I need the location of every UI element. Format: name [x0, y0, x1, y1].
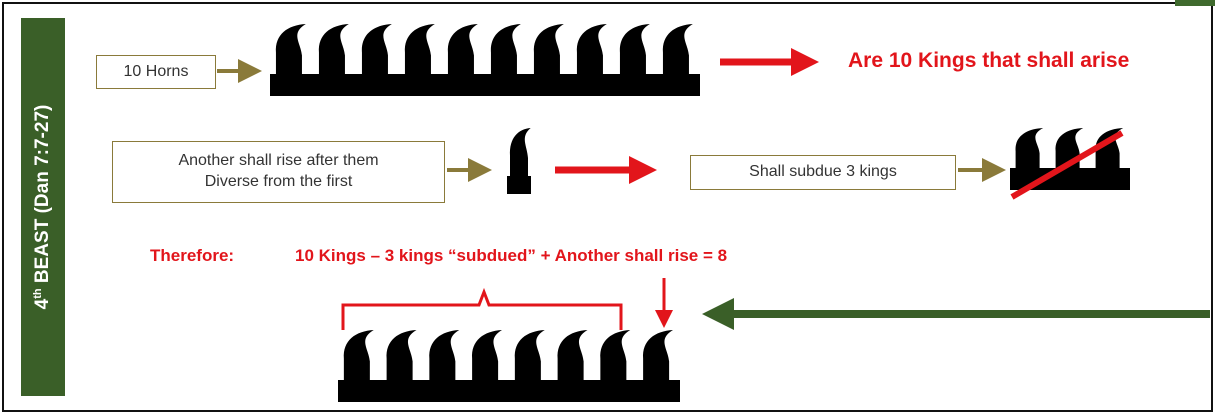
- another-rise-line1: Another shall rise after them: [178, 152, 379, 170]
- subdue-box: Shall subdue 3 kings: [690, 155, 956, 190]
- equation-text: 10 Kings – 3 kings “subdued” + Another s…: [295, 246, 728, 265]
- horn-icon: [343, 330, 374, 382]
- horn-base: [507, 176, 531, 194]
- horn-icon: [662, 24, 693, 76]
- horn-icon: [386, 330, 417, 382]
- horn-icon: [643, 330, 674, 382]
- subdue-label: Shall subdue 3 kings: [749, 163, 897, 181]
- horn-icon: [472, 330, 503, 382]
- horn-icon: [514, 330, 545, 382]
- horn-icon-single: [507, 128, 531, 194]
- horn-icon: [275, 24, 306, 76]
- horn-beam-base: [270, 74, 700, 96]
- horn-beam-icon-ten: [270, 24, 700, 96]
- kings-arise-text: Are 10 Kings that shall arise: [848, 49, 1130, 72]
- horn-icon: [1095, 128, 1124, 170]
- horn-icon: [557, 330, 588, 382]
- horn-icon: [533, 24, 564, 76]
- horn-icon: [1015, 128, 1044, 170]
- horn-beam-base: [338, 380, 680, 402]
- corner-tab: [1175, 0, 1215, 6]
- horn-icon: [447, 24, 478, 76]
- another-rise-line2: Diverse from the first: [204, 173, 353, 190]
- horn-beam-base: [1010, 168, 1130, 190]
- ten-horns-label: 10 Horns: [123, 62, 189, 80]
- therefore-label: Therefore:: [150, 246, 235, 265]
- horn-beam-icon-eight: [338, 330, 680, 402]
- strike-line: [1010, 130, 1124, 200]
- crossed-horns-icon: [1010, 128, 1130, 190]
- horn-icon: [490, 24, 521, 76]
- horn-icon: [600, 330, 631, 382]
- another-rise-box: Another shall rise after them Diverse fr…: [112, 141, 445, 203]
- horn-icon: [318, 24, 349, 76]
- horn-icon: [576, 24, 607, 76]
- horn-icon: [509, 128, 531, 178]
- bracket-seven-kings: [341, 287, 623, 330]
- horn-icon: [361, 24, 392, 76]
- side-label: 4th BEAST (Dan 7:7-27): [21, 18, 65, 396]
- horn-icon: [619, 24, 650, 76]
- horn-icon: [404, 24, 435, 76]
- ten-horns-box: 10 Horns: [96, 55, 216, 89]
- horn-icon: [429, 330, 460, 382]
